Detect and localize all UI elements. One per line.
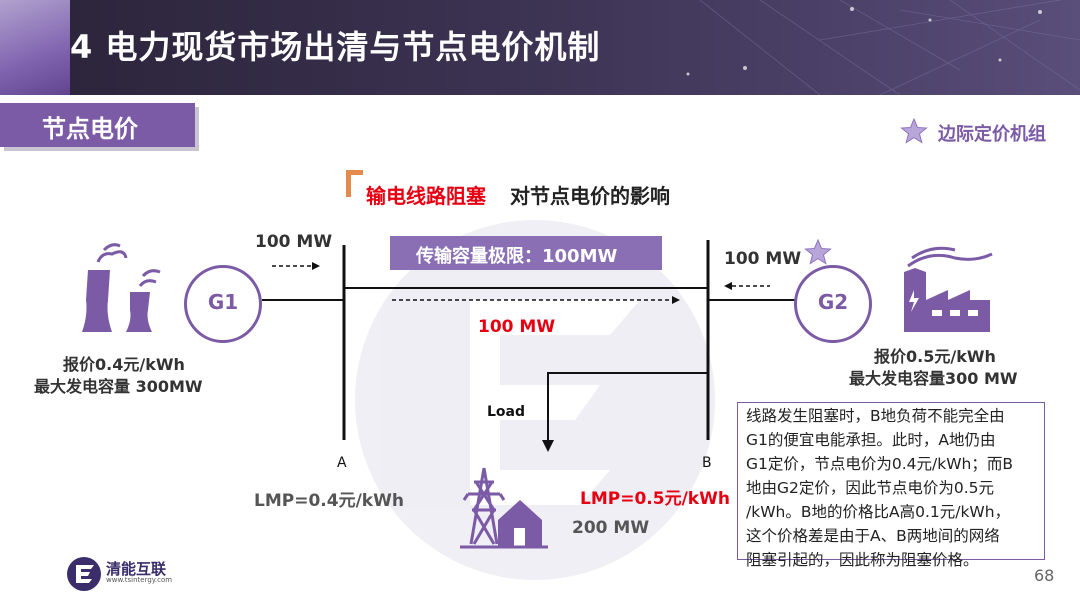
watermark-logo	[355, 220, 715, 580]
g2-marginal-star-icon	[804, 238, 832, 265]
g1-flow-label: 100 MW	[255, 232, 333, 252]
node-a-label: A	[337, 455, 347, 471]
load-connection	[547, 372, 708, 440]
power-plant-icon	[82, 243, 161, 332]
capacity-limit-label: 传输容量极限：100MW	[416, 246, 618, 267]
g2-flow-label: 100 MW	[724, 249, 802, 269]
diagram-title-highlight: 输电线路阻塞	[366, 184, 486, 208]
explanation-line: 阻塞引起的，因此称为阻塞价格。	[746, 551, 979, 569]
node-b-label: B	[702, 455, 712, 471]
load-tower-house-icon	[460, 467, 548, 549]
company-logo: 清能互联 www.tsintergy.com	[66, 556, 172, 596]
header-accent	[0, 0, 70, 95]
title-bracket	[346, 170, 363, 197]
section-tag-label: 节点电价	[42, 115, 138, 143]
node-a-lmp: LMP=0.4元/kWh	[254, 491, 404, 511]
generator-g1: G1	[184, 265, 262, 343]
diagram-title-rest: 对节点电价的影响	[510, 184, 670, 208]
explanation-box: 线路发生阻塞时，B地负荷不能完全由 G1的便宜电能承担。此时，A地仍由 G1定价…	[737, 402, 1045, 569]
explanation-line: G1的便宜电能承担。此时，A地仍由	[746, 431, 996, 449]
page-number: 68	[1034, 566, 1055, 585]
g2-capacity: 最大发电容量300 MW	[849, 369, 1018, 388]
g1-label: G1	[207, 290, 239, 314]
load-arrow	[542, 440, 554, 452]
header-banner: 4 电力现货市场出清与节点电价机制	[0, 0, 1080, 95]
generator-g2: G2	[794, 265, 872, 343]
page-title: 4 电力现货市场出清与节点电价机制	[70, 28, 601, 66]
load-label: Load	[487, 404, 526, 420]
line-flow-label: 100 MW	[478, 317, 556, 337]
load-amount: 200 MW	[572, 518, 650, 538]
explanation-line: 线路发生阻塞时，B地负荷不能完全由	[746, 407, 1005, 425]
explanation-line: G1定价，节点电价为0.4元/kWh；而B	[746, 455, 1014, 473]
g2-label: G2	[817, 290, 849, 314]
explanation-line: /kWh。B地的价格比A高0.1元/kWh，	[746, 503, 1011, 521]
company-logo-icon	[67, 557, 101, 591]
company-url: www.tsintergy.com	[106, 576, 173, 584]
header-network-decoration	[686, 0, 1080, 95]
capacity-limit-box: 传输容量极限：100MW	[390, 236, 662, 270]
node-b-lmp: LMP=0.5元/kWh	[580, 489, 730, 509]
section-tag: 节点电价	[0, 103, 195, 147]
explanation-line: 这个价格差是由于A、B两地间的网络	[746, 527, 1000, 545]
g1-price: 报价0.4元/kWh	[63, 355, 185, 374]
g2-price: 报价0.5元/kWh	[874, 347, 996, 366]
legend-label: 边际定价机组	[938, 124, 1046, 145]
g1-capacity: 最大发电容量 300MW	[34, 377, 203, 396]
factory-icon	[904, 246, 993, 332]
explanation-line: 地由G2定价，因此节点电价为0.5元	[746, 479, 995, 497]
star-icon	[900, 118, 928, 144]
company-name: 清能互联	[106, 560, 167, 578]
